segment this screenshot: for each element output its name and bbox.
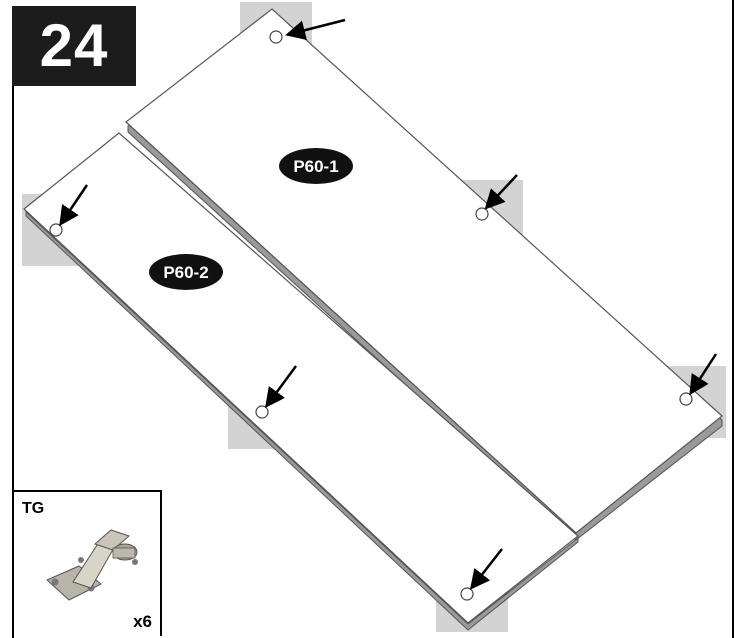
part-label-p60-1: P60-1 xyxy=(279,148,353,184)
arrow xyxy=(484,174,518,210)
hinge-icon xyxy=(46,529,138,601)
panel-p60-2 xyxy=(23,132,579,631)
part-label-p60-2: P60-2 xyxy=(149,254,223,290)
panel-p60-1 xyxy=(125,8,723,541)
hardware-panel: TG x6 xyxy=(12,490,162,636)
hardware-code: TG xyxy=(22,500,45,517)
hinge-hole xyxy=(269,30,283,44)
part-label-text: P60-1 xyxy=(293,157,338,176)
hinge-hole xyxy=(679,392,693,406)
hinge-hole xyxy=(255,405,269,419)
arrow xyxy=(285,18,346,40)
hardware-quantity: x6 xyxy=(133,612,152,631)
arrow xyxy=(265,365,298,409)
hinge-hole xyxy=(49,223,63,237)
step-number: 24 xyxy=(39,12,109,79)
arrow xyxy=(469,548,503,590)
arrow xyxy=(689,353,718,396)
arrow xyxy=(59,184,89,227)
hinge-hole xyxy=(475,207,489,221)
hinge-hole xyxy=(460,587,474,601)
step-number-box: 24 xyxy=(12,6,136,86)
part-label-text: P60-2 xyxy=(163,263,208,282)
